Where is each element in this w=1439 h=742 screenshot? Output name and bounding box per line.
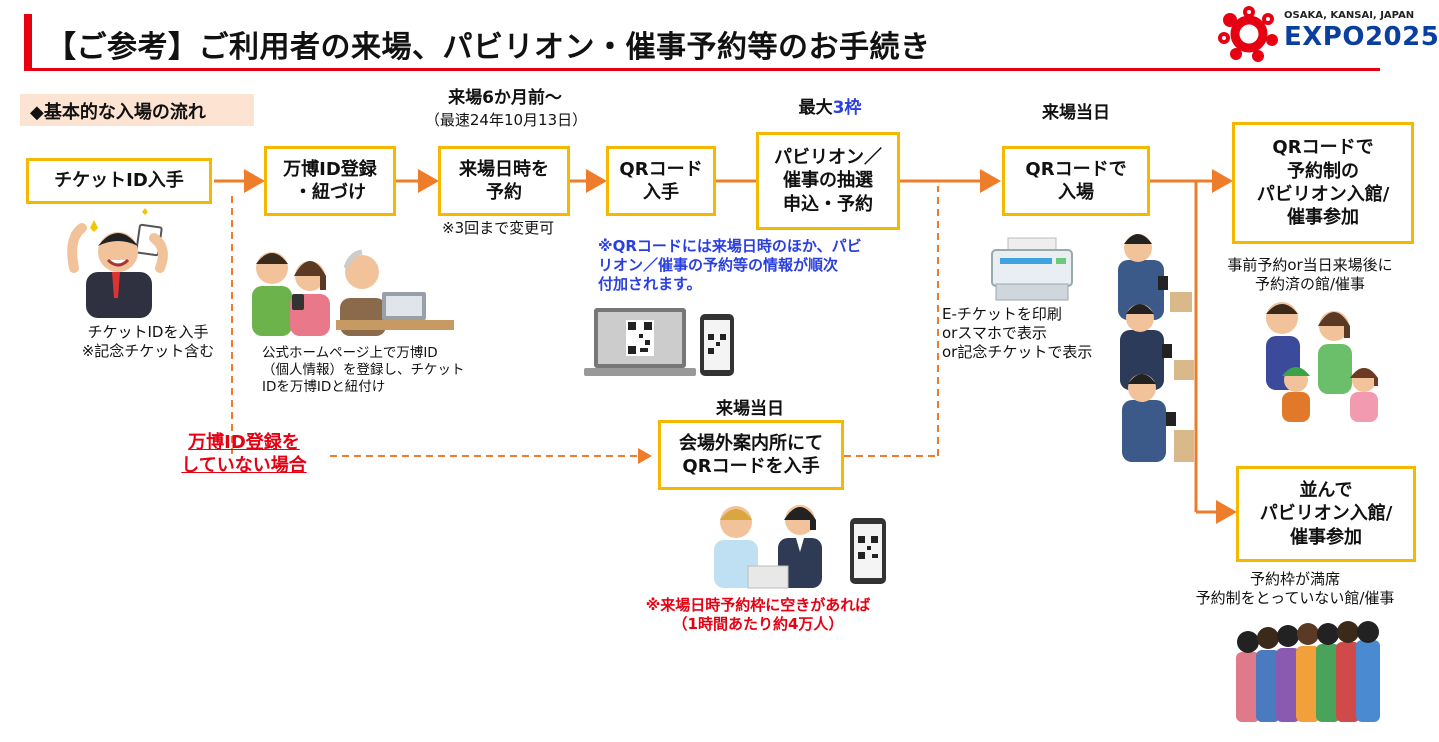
note-ticket: チケットIDを入手 ※記念チケット含む [81, 323, 215, 360]
caption-visit-day-2: 来場当日 [716, 399, 784, 419]
people-entering-icon [1118, 234, 1194, 462]
happy-man-ticket-icon [67, 208, 168, 318]
logo-subtitle: OSAKA, KANSAI, JAPAN [1284, 10, 1415, 21]
caption-max-prefix: 最大 [798, 98, 833, 118]
step-pavilion-box: パビリオン／ 催事の抽選 申込・予約 [756, 132, 900, 230]
note-no-id: 万博ID登録を していない場合 [181, 432, 307, 477]
page-title: 【ご参考】ご利用者の来場、パビリオン・催事予約等のお手続き [46, 30, 931, 65]
family-register-icon [252, 249, 454, 336]
caption-max-slots: 最大3枠 [770, 98, 890, 119]
section-label-bg [20, 94, 254, 126]
title-underline [24, 68, 1380, 71]
logo-wordmark: EXPO2025 [1284, 22, 1439, 52]
title-accent-bar [24, 14, 32, 68]
note-pre-reserve: 事前予約or当日来場後に 予約済の館/催事 [1227, 256, 1393, 293]
printer-icon [991, 237, 1073, 301]
phone-qr-icon [850, 518, 886, 584]
note-full: 予約枠が満席 予約制をとっていない館/催事 [1195, 570, 1395, 607]
caption-six-months: 来場6か月前〜 [448, 88, 562, 108]
step-qr-box: QRコード 入手 [606, 146, 716, 216]
step-lineup-box: 並んで パビリオン入館/ 催事参加 [1236, 466, 1416, 562]
caption-visit-day: 来場当日 [1042, 103, 1110, 123]
note-print: E-チケットを印刷 orスマホで表示 or記念チケットで表示 [942, 305, 1093, 361]
step-pavilion-qr-box: QRコードで 予約制の パビリオン入館/ 催事参加 [1232, 122, 1414, 244]
note-change: ※3回まで変更可 [442, 219, 555, 237]
laptop-phone-qr-icon [584, 308, 734, 376]
note-vacancy: ※来場日時予約枠に空きがあれば （1時間あたり約4万人） [645, 596, 871, 633]
step-reserve-box: 来場日時を 予約 [438, 146, 570, 216]
note-qr-info: ※QRコードには来場日時のほか、パビ リオン／催事の予約等の情報が順次 付加され… [598, 237, 862, 293]
caption-earliest: （最速24年10月13日） [424, 111, 588, 129]
step-same-day-qr-box: 会場外案内所にて QRコードを入手 [658, 420, 844, 490]
info-counter-icon [714, 505, 822, 589]
expo-logo-icon [1218, 6, 1278, 62]
step-register-box: 万博ID登録 ・紐づけ [264, 146, 396, 216]
note-register: 公式ホームページ上で万博ID （個人情報）を登録し、チケット IDを万博IDと紐… [262, 345, 465, 395]
crowd-line-icon [1236, 621, 1380, 722]
step-enter-box: QRコードで 入場 [1002, 146, 1150, 216]
section-label: ◆基本的な入場の流れ [30, 102, 206, 123]
family-running-icon [1266, 302, 1378, 422]
caption-max-num: 3枠 [832, 98, 862, 118]
step-ticket-box: チケットID入手 [26, 158, 212, 204]
